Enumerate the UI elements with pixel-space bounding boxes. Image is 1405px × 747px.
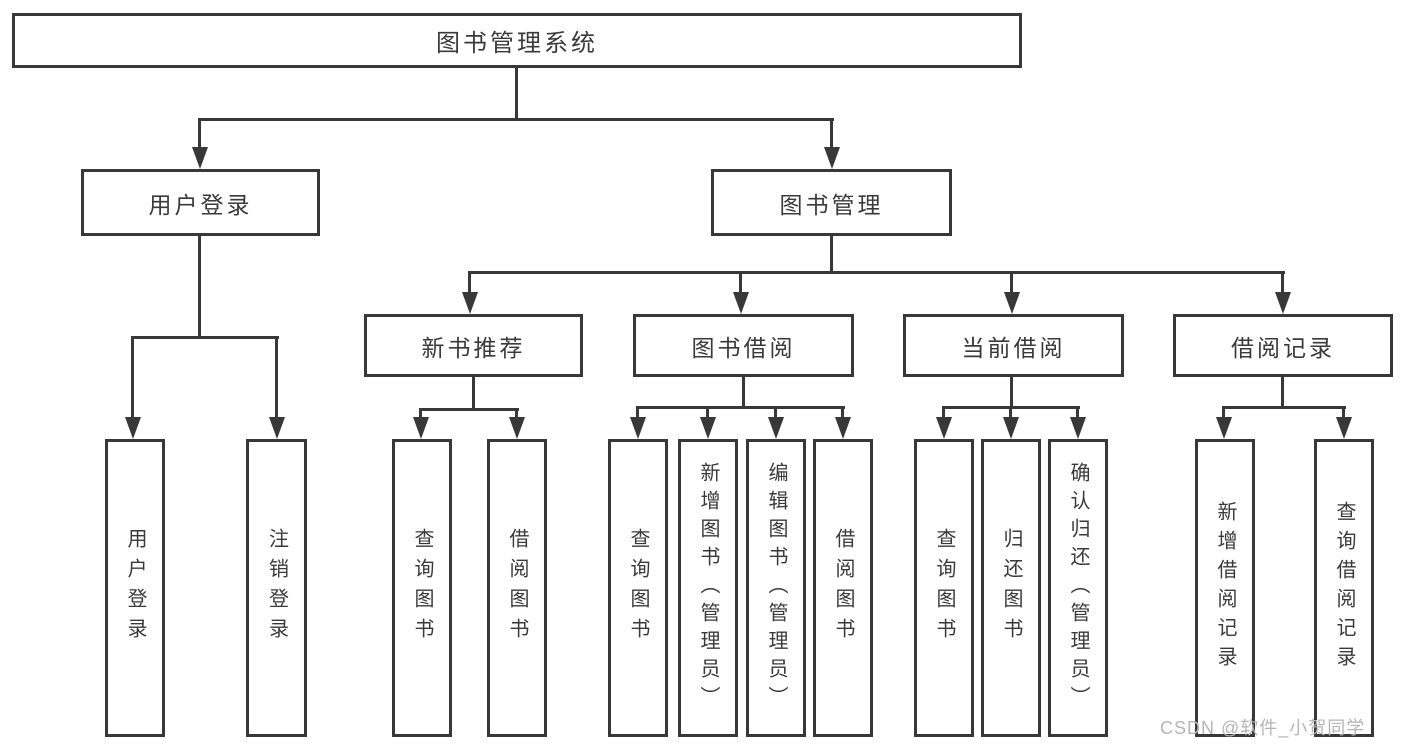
arrow-down-icon (462, 292, 478, 314)
leaf-query-borrow-record: 查询借阅记录 (1314, 439, 1374, 737)
connector-line (830, 234, 833, 274)
connector-line (275, 336, 278, 419)
connector-line (1076, 406, 1079, 419)
leaf-add-book-admin: 新增图书（管理员） (678, 439, 738, 737)
arrow-down-icon (1216, 417, 1232, 439)
connector-line (468, 271, 1285, 274)
connector-line (198, 118, 201, 149)
leaf-borrow-books-recommend: 借阅图书 (487, 439, 547, 737)
connector-line (742, 375, 745, 409)
arrow-down-icon (733, 292, 749, 314)
connector-line (472, 375, 475, 411)
connector-line (706, 406, 709, 419)
connector-line (468, 271, 471, 294)
connector-line (830, 118, 833, 149)
leaf-return-book: 归还图书 (981, 439, 1041, 737)
leaf-borrow-books-borrow: 借阅图书 (813, 439, 873, 737)
connector-line (1010, 271, 1013, 294)
leaf-logout: 注销登录 (246, 439, 307, 737)
arrow-down-icon (1003, 417, 1019, 439)
connector-line (1222, 406, 1225, 419)
connector-line (1281, 271, 1284, 294)
node-book-borrow: 图书借阅 (633, 314, 854, 377)
connector-line (1009, 406, 1012, 419)
node-book-management: 图书管理 (711, 169, 952, 236)
arrow-down-icon (835, 417, 851, 439)
connector-line (198, 118, 834, 121)
leaf-query-books-recommend: 查询图书 (392, 439, 452, 737)
arrow-down-icon (700, 417, 716, 439)
connector-line (419, 408, 422, 419)
node-new-book-recommend: 新书推荐 (364, 314, 583, 377)
node-user-login: 用户登录 (81, 169, 320, 236)
connector-line (131, 336, 134, 419)
connector-line (1342, 406, 1345, 419)
arrow-down-icon (824, 147, 840, 169)
connector-line (1281, 375, 1284, 409)
leaf-query-books-borrow: 查询图书 (608, 439, 668, 737)
connector-line (131, 336, 279, 339)
arrow-down-icon (413, 417, 429, 439)
leaf-query-books-current: 查询图书 (914, 439, 974, 737)
arrow-down-icon (1336, 417, 1352, 439)
connector-line (515, 66, 518, 120)
leaf-confirm-return-admin: 确认归还（管理员） (1048, 439, 1108, 737)
arrow-down-icon (1070, 417, 1086, 439)
node-current-borrow: 当前借阅 (903, 314, 1124, 377)
connector-line (515, 408, 518, 419)
node-borrow-records: 借阅记录 (1173, 314, 1393, 377)
arrow-down-icon (125, 417, 141, 439)
connector-line (942, 406, 945, 419)
arrow-down-icon (1275, 292, 1291, 314)
connector-line (774, 406, 777, 419)
connector-line (1222, 406, 1346, 409)
arrow-down-icon (192, 147, 208, 169)
arrow-down-icon (768, 417, 784, 439)
arrow-down-icon (630, 417, 646, 439)
connector-line (419, 408, 519, 411)
connector-line (636, 406, 845, 409)
node-root: 图书管理系统 (12, 13, 1022, 68)
arrow-down-icon (1004, 292, 1020, 314)
leaf-user-login: 用户登录 (105, 439, 165, 737)
connector-line (1010, 375, 1013, 409)
connector-line (636, 406, 639, 419)
leaf-add-borrow-record: 新增借阅记录 (1195, 439, 1255, 737)
connector-line (739, 271, 742, 294)
arrow-down-icon (936, 417, 952, 439)
connector-line (841, 406, 844, 419)
watermark: CSDN @软件_小贺同学 (1160, 718, 1366, 738)
leaf-edit-book-admin: 编辑图书（管理员） (746, 439, 806, 737)
connector-line (198, 234, 201, 339)
arrow-down-icon (509, 417, 525, 439)
arrow-down-icon (269, 417, 285, 439)
